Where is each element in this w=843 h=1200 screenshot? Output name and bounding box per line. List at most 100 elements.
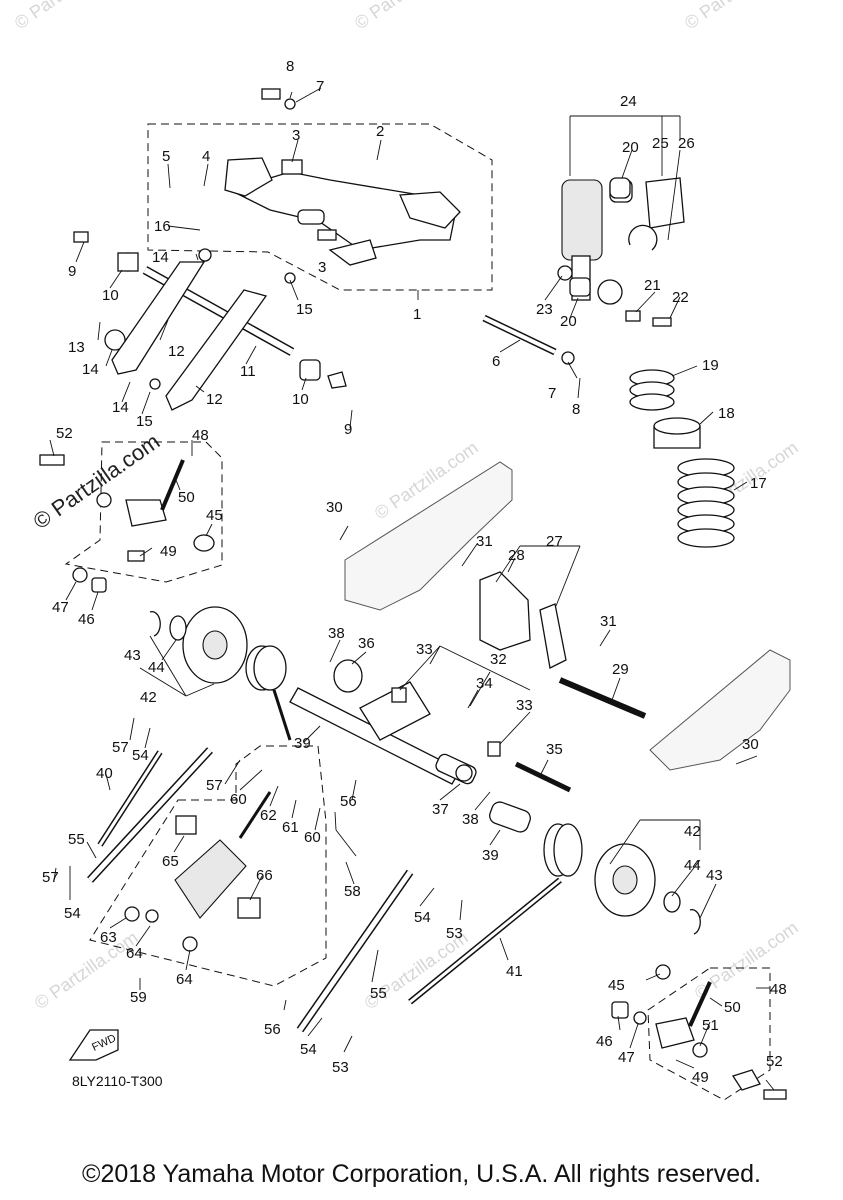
hardware-top — [73, 88, 672, 390]
callout-30: 30 — [326, 499, 343, 516]
callout-15: 15 — [296, 301, 313, 318]
callout-52: 52 — [56, 425, 73, 442]
callout-3: 3 — [292, 127, 300, 144]
callout-4: 4 — [202, 148, 210, 165]
callout-50: 50 — [178, 489, 195, 506]
callout-64: 64 — [126, 945, 143, 962]
callout-17: 17 — [750, 475, 767, 492]
idler-wheel-left — [149, 606, 248, 684]
callout-31: 31 — [476, 533, 493, 550]
callout-1: 1 — [413, 306, 421, 323]
callout-43: 43 — [124, 647, 141, 664]
callout-20b: 20 — [560, 313, 577, 330]
callout-7: 7 — [316, 78, 324, 95]
callout-33: 33 — [416, 641, 433, 658]
callout-14c: 14 — [112, 399, 129, 416]
callout-48b: 48 — [770, 981, 787, 998]
frame-rail-left — [344, 461, 513, 611]
callout-52b: 52 — [766, 1053, 783, 1070]
bracket-group-48 — [39, 441, 223, 593]
callout-16: 16 — [154, 218, 171, 235]
callout-31b: 31 — [600, 613, 617, 630]
callout-54: 54 — [132, 747, 149, 764]
callout-2: 2 — [376, 123, 384, 140]
callout-38b: 38 — [462, 811, 479, 828]
callout-45b: 45 — [608, 977, 625, 994]
callout-41: 41 — [506, 963, 523, 980]
callout-10b: 10 — [292, 391, 309, 408]
callout-10: 10 — [102, 287, 119, 304]
callout-39: 39 — [294, 735, 311, 752]
callout-47b: 47 — [618, 1049, 635, 1066]
callout-44b: 44 — [684, 857, 701, 874]
callout-59: 59 — [130, 989, 147, 1006]
callout-49b: 49 — [692, 1069, 709, 1086]
callout-54d: 54 — [300, 1041, 317, 1058]
callout-65: 65 — [162, 853, 179, 870]
callout-35: 35 — [546, 741, 563, 758]
callout-6: 6 — [492, 353, 500, 370]
callout-38: 38 — [328, 625, 345, 642]
callout-46: 46 — [78, 611, 95, 628]
callout-58: 58 — [344, 883, 361, 900]
callout-60: 60 — [230, 791, 247, 808]
callout-51: 51 — [702, 1017, 719, 1034]
callout-57: 57 — [112, 739, 129, 756]
callout-43b: 43 — [706, 867, 723, 884]
callout-48: 48 — [192, 427, 209, 444]
rear-arm-32 — [289, 659, 572, 833]
watermark-text: © Partzilla.com — [351, 0, 462, 33]
callout-14: 14 — [152, 249, 169, 266]
callout-54c: 54 — [414, 909, 431, 926]
callout-32: 32 — [490, 651, 507, 668]
callout-46b: 46 — [596, 1033, 613, 1050]
callout-26: 26 — [678, 135, 695, 152]
spring-19 — [629, 369, 675, 411]
callout-labels: 1 2 3 3 4 5 6 7 7 8 8 9 9 10 10 11 12 12… — [42, 58, 787, 1086]
callout-56b: 56 — [264, 1021, 281, 1038]
callout-57b: 57 — [206, 777, 223, 794]
callout-45: 45 — [206, 507, 223, 524]
watermark-text: © Partzilla.com — [31, 927, 142, 1013]
callout-50b: 50 — [724, 999, 741, 1016]
front-arm-assembly — [147, 123, 493, 291]
callout-15b: 15 — [136, 413, 153, 430]
callout-22: 22 — [672, 289, 689, 306]
callout-13: 13 — [68, 339, 85, 356]
callout-8b: 8 — [572, 401, 580, 418]
spring-17 — [677, 458, 735, 548]
callout-54b: 54 — [64, 905, 81, 922]
callout-14b: 14 — [82, 361, 99, 378]
shaft-and-straps — [111, 261, 295, 411]
callout-62: 62 — [260, 807, 277, 824]
bracket-group-48-rear — [611, 964, 787, 1101]
callout-9b: 9 — [344, 421, 352, 438]
callout-5: 5 — [162, 148, 170, 165]
callout-12b: 12 — [206, 391, 223, 408]
callout-55b: 55 — [370, 985, 387, 1002]
callout-33b: 33 — [516, 697, 533, 714]
torsion-spring-right — [408, 823, 583, 1005]
torsion-spring-left — [245, 645, 292, 741]
callout-21: 21 — [644, 277, 661, 294]
callout-36: 36 — [358, 635, 375, 652]
callout-7b: 7 — [548, 385, 556, 402]
callout-53b: 53 — [332, 1059, 349, 1076]
callout-61: 61 — [282, 819, 299, 836]
copyright-notice: ©2018 Yamaha Motor Corporation, U.S.A. A… — [82, 1160, 761, 1188]
callout-37: 37 — [432, 801, 449, 818]
callout-3b: 3 — [318, 259, 326, 276]
callout-42: 42 — [140, 689, 157, 706]
callout-63: 63 — [100, 929, 117, 946]
callout-18: 18 — [718, 405, 735, 422]
callout-19: 19 — [702, 357, 719, 374]
callout-47: 47 — [52, 599, 69, 616]
callout-28: 28 — [508, 547, 525, 564]
callout-57c: 57 — [42, 869, 59, 886]
watermark-text: © Partzilla.com — [681, 0, 792, 33]
leader-lines — [49, 87, 775, 1091]
shock-group-59 — [89, 745, 327, 987]
callout-27: 27 — [546, 533, 563, 550]
diagram-code: 8LY2110-T300 — [72, 1073, 163, 1089]
